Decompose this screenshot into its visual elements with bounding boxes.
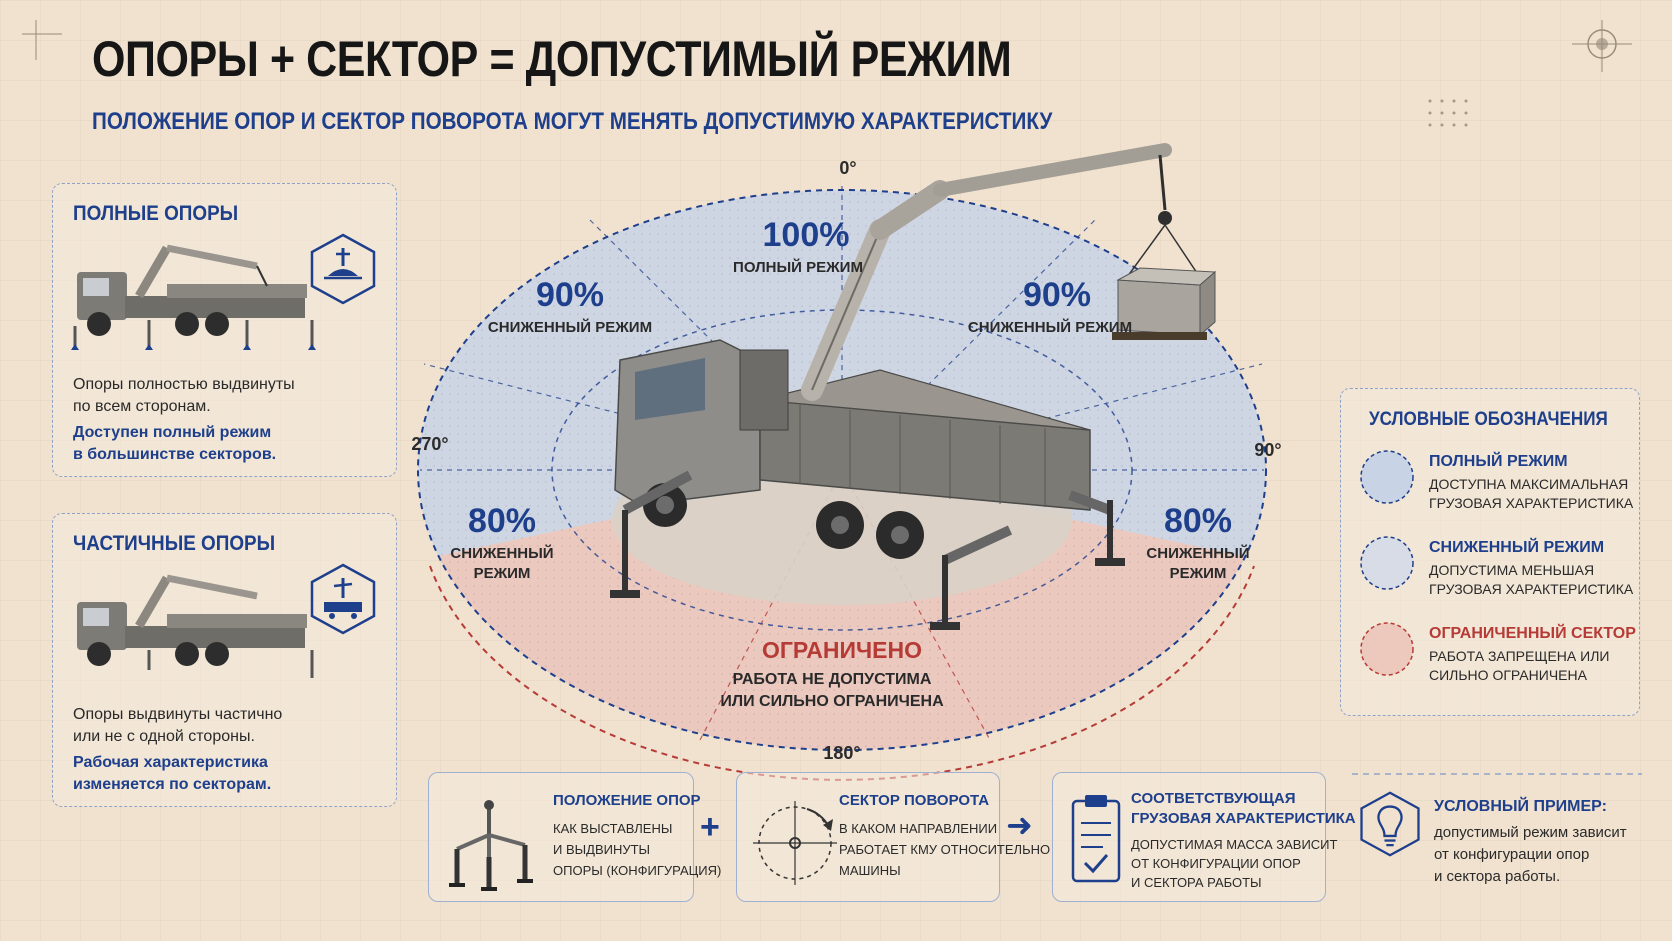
step-sector-line-3: МАШИНЫ [839, 863, 901, 878]
legend-restricted-desc-2: СИЛЬНО ОГРАНИЧЕНА [1429, 667, 1587, 683]
legend-swatches [1360, 450, 1414, 676]
legend-full-desc-1: ДОСТУПНА МАКСИМАЛЬНАЯ [1429, 476, 1629, 492]
full-outriggers-text-1: Опоры полностью выдвинуты [73, 376, 295, 393]
sector-rear-label-1: РАБОТА НЕ ДОПУСТИМА [732, 671, 932, 688]
step-load-chart-title-1: СООТВЕТСТВУЮЩАЯ [1131, 790, 1296, 807]
example-title: УСЛОВНЫЙ ПРИМЕР: [1434, 798, 1607, 815]
legend-restricted-swatch [1360, 622, 1414, 676]
decorative-dot-grid [1428, 99, 1468, 127]
full-outriggers-card: ПОЛНЫЕ ОПОРЫ Опоры полностью выдвинуты п… [52, 183, 397, 477]
full-outrigger-icon [306, 232, 380, 306]
step-load-chart-card: СООТВЕТСТВУЮЩАЯ ГРУЗОВАЯ ХАРАКТЕРИСТИКА … [1052, 772, 1356, 902]
step-outriggers-card: ПОЛОЖЕНИЕ ОПОР КАК ВЫСТАВЛЕНЫ И ВЫДВИНУТ… [428, 772, 721, 902]
outrigger-config-icon [449, 800, 533, 891]
sector-right-label-1: СНИЖЕННЫЙ [1146, 545, 1250, 562]
crane-truck-illustration [610, 143, 1217, 630]
partial-outriggers-title: ЧАСТИЧНЫЕ ОПОРЫ [73, 532, 276, 555]
sector-left-label-2: РЕЖИМ [473, 565, 531, 582]
lightbulb-icon [1356, 790, 1424, 858]
truck-full-outriggers-illustration [71, 244, 316, 350]
clipboard-check-icon [1071, 795, 1121, 883]
example-line-1: допустимый режим зависит [1434, 824, 1627, 841]
legend-reduced-head: СНИЖЕННЫЙ РЕЖИМ [1429, 539, 1605, 556]
sector-front-value: 100% [762, 216, 850, 254]
sector-right-label-2: РЕЖИМ [1169, 565, 1227, 582]
legend-panel: УСЛОВНЫЕ ОБОЗНАЧЕНИЯ ПОЛНЫЙ РЕЖИМ ДОСТУП… [1340, 388, 1640, 716]
legend-full-swatch [1360, 450, 1414, 504]
step-load-chart-line-3: И СЕКТОРА РАБОТЫ [1131, 875, 1262, 890]
sector-right-value: 80% [1163, 502, 1233, 540]
step-outriggers-line-1: КАК ВЫСТАВЛЕНЫ [553, 821, 673, 836]
partial-outriggers-highlight-1: Рабочая характеристика [73, 754, 268, 771]
legend-restricted-head: ОГРАНИЧЕННЫЙ СЕКТОР [1429, 625, 1636, 642]
legend-reduced-swatch [1360, 536, 1414, 590]
sector-left-label-1: СНИЖЕННЫЙ [450, 545, 554, 562]
legend-title: УСЛОВНЫЕ ОБОЗНАЧЕНИЯ [1369, 409, 1608, 430]
sector-rear-label-2: ИЛИ СИЛЬНО ОГРАНИЧЕНА [720, 693, 944, 710]
degree-0-label: 0° [839, 158, 857, 178]
full-outriggers-highlight-1: Доступен полный режим [73, 424, 272, 441]
legend-full-head: ПОЛНЫЙ РЕЖИМ [1429, 453, 1568, 470]
legend-full-desc-2: ГРУЗОВАЯ ХАРАКТЕРИСТИКА [1429, 495, 1634, 511]
step-outriggers-line-3: ОПОРЫ (КОНФИГУРАЦИЯ) [553, 863, 722, 878]
example-line-3: и сектора работы. [1434, 868, 1561, 885]
legend-reduced-desc-1: ДОПУСТИМА МЕНЬШАЯ [1429, 562, 1595, 578]
sector-front-right-label: СНИЖЕННЫЙ РЕЖИМ [967, 319, 1133, 336]
step-load-chart-line-2: ОТ КОНФИГУРАЦИИ ОПОР [1131, 856, 1301, 871]
corner-target-icon [1572, 20, 1632, 72]
plus-operator: + [700, 808, 720, 846]
partial-outriggers-highlight-2: изменяется по секторам. [73, 776, 272, 793]
step-sector-title: СЕКТОР ПОВОРОТА [839, 792, 990, 809]
step-sector-line-1: В КАКОМ НАПРАВЛЕНИИ [839, 821, 998, 836]
degree-180-label: 180° [823, 743, 861, 763]
example-divider [1352, 773, 1642, 775]
full-outriggers-highlight-2: в большинстве секторов. [73, 446, 277, 463]
page-title: ОПОРЫ + СЕКТОР = ДОПУСТИМЫЙ РЕЖИМ [92, 31, 1012, 87]
degree-270-label: 270° [411, 434, 449, 454]
restricted-arc [429, 565, 1255, 781]
page-subtitle: ПОЛОЖЕНИЕ ОПОР И СЕКТОР ПОВОРОТА МОГУТ М… [92, 108, 1053, 135]
sector-left-value: 80% [467, 502, 537, 540]
partial-outriggers-card: ЧАСТИЧНЫЕ ОПОРЫ Опоры выдвинуты частично… [52, 513, 397, 807]
partial-outriggers-text-2: или не с одной стороны. [73, 728, 255, 745]
example-line-2: от конфигурации опор [1434, 846, 1590, 863]
legend-reduced-desc-2: ГРУЗОВАЯ ХАРАКТЕРИСТИКА [1429, 581, 1634, 597]
step-outriggers-title: ПОЛОЖЕНИЕ ОПОР [553, 792, 701, 809]
full-outriggers-text-2: по всем сторонам. [73, 398, 211, 415]
partial-outriggers-text-1: Опоры выдвинуты частично [73, 706, 283, 723]
full-outriggers-title: ПОЛНЫЕ ОПОРЫ [73, 202, 239, 225]
sector-rear-title: ОГРАНИЧЕНО [761, 637, 923, 663]
partial-outrigger-icon [306, 562, 380, 636]
step-load-chart-line-1: ДОПУСТИМАЯ МАССА ЗАВИСИТ [1131, 837, 1338, 852]
arrow-operator: ➜ [1006, 807, 1033, 843]
truck-partial-outriggers-illustration [77, 574, 314, 678]
legend-restricted-desc-1: РАБОТА ЗАПРЕЩЕНА ИЛИ [1429, 648, 1610, 664]
step-sector-line-2: РАБОТАЕТ КМУ ОТНОСИТЕЛЬНО [839, 842, 1051, 857]
sector-front-left-value: 90% [535, 276, 605, 314]
sector-front-left-label: СНИЖЕННЫЙ РЕЖИМ [487, 319, 653, 336]
degree-90-label: 90° [1254, 440, 1282, 460]
sector-front-label: ПОЛНЫЙ РЕЖИМ [733, 259, 863, 276]
step-load-chart-title-2: ГРУЗОВАЯ ХАРАКТЕРИСТИКА [1131, 810, 1356, 827]
step-outriggers-line-2: И ВЫДВИНУТЫ [553, 842, 651, 857]
sector-front-right-value: 90% [1022, 276, 1092, 314]
rotation-sector-icon [753, 801, 837, 885]
step-sector-card: СЕКТОР ПОВОРОТА В КАКОМ НАПРАВЛЕНИИ РАБО… [736, 772, 1050, 902]
corner-crosshair-icon [22, 20, 62, 60]
